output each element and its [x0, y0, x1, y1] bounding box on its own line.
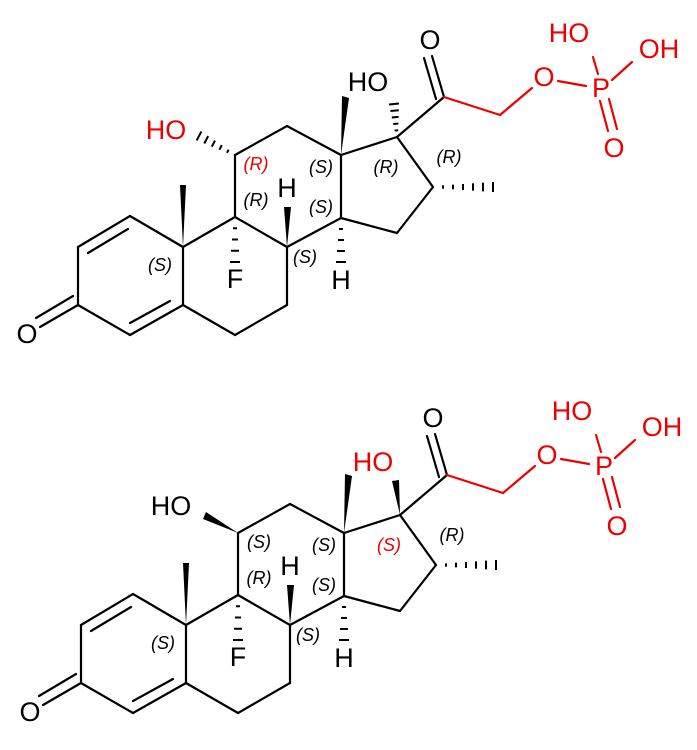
atom-f: F	[227, 264, 244, 294]
atom-o3: O	[19, 697, 40, 727]
ring-skeleton	[37, 432, 637, 715]
stereo-c17: (S)	[377, 535, 401, 555]
hash-segment	[391, 115, 399, 119]
stereo-c17: (R)	[374, 157, 399, 177]
methyl-wedge-c13	[344, 474, 352, 533]
methyl-hash-c16	[445, 560, 497, 570]
hash-segment	[210, 140, 216, 148]
methyl-hash-c16	[442, 182, 494, 192]
stereo-c9: (R)	[247, 568, 272, 588]
stereo-c13: (S)	[309, 157, 333, 177]
stereo-c14: (S)	[309, 197, 333, 217]
f-hash-c9	[233, 605, 243, 641]
atom-o21: O	[536, 440, 557, 470]
stereo-c8: (S)	[293, 247, 317, 267]
methyl-wedge-c10	[180, 185, 186, 247]
hash-segment	[390, 109, 399, 112]
atom-o-p: O	[606, 511, 627, 541]
hash-segment	[218, 144, 223, 151]
hash-segment	[195, 131, 203, 141]
stereo-c13: (S)	[312, 535, 336, 555]
atom-oh-p2: OH	[642, 412, 683, 442]
atom-ho-p1: HO	[552, 396, 593, 426]
h-hash-c14	[336, 228, 346, 263]
atom-p: P	[592, 73, 610, 103]
stereo-c10: (S)	[148, 255, 172, 275]
atom-o-p: O	[603, 133, 624, 163]
atom-h14: H	[334, 643, 354, 673]
atom-ho17: HO	[353, 447, 394, 477]
methyl-wedge-c13	[341, 96, 349, 155]
h-wedge-c8	[287, 585, 294, 625]
atom-o3: O	[16, 319, 37, 349]
stereo-c9: (R)	[244, 190, 269, 210]
hash-segment	[388, 102, 400, 106]
atom-oh-p2: OH	[639, 34, 680, 64]
stereo-c8: (S)	[296, 625, 320, 645]
oh-wedge-c11	[203, 512, 238, 533]
atom-ho-p1: HO	[549, 18, 590, 48]
atom-p: P	[595, 451, 613, 481]
stereo-c11: (S)	[247, 532, 271, 552]
atom-f: F	[230, 642, 247, 672]
atom-o20: O	[419, 25, 440, 55]
h-hash-c14	[339, 606, 349, 641]
methyl-wedge-c10	[183, 563, 189, 625]
atom-o21: O	[533, 62, 554, 92]
stereo-c10: (S)	[151, 633, 175, 653]
ring-skeleton	[34, 54, 634, 337]
atom-ho11: HO	[146, 115, 187, 145]
atom-h8: H	[280, 551, 300, 581]
atom-ho17: HO	[348, 67, 389, 97]
stereo-c11: (R)	[244, 154, 269, 174]
molecule-bottom: O F H H HO HO O O P HO OH O (S) (R) (S) …	[19, 396, 682, 727]
atom-ho11: HO	[151, 491, 192, 521]
oh-hash-c11	[195, 131, 230, 154]
molecule-top: O F H H HO HO O O P HO OH O (R) (R) (S) …	[16, 18, 679, 349]
f-hash-c9	[230, 227, 240, 263]
stereo-c14: (S)	[312, 575, 336, 595]
oh-wedge-c17	[392, 480, 400, 515]
stereo-c16: (R)	[437, 147, 462, 167]
oh-hash-c17	[388, 102, 400, 132]
stereo-c16: (R)	[440, 525, 465, 545]
atom-h14: H	[331, 265, 351, 295]
atom-o20: O	[422, 403, 443, 433]
hash-segment	[203, 135, 210, 144]
h-wedge-c8	[284, 207, 291, 247]
hash-segment	[226, 149, 230, 154]
atom-h8: H	[277, 173, 297, 203]
